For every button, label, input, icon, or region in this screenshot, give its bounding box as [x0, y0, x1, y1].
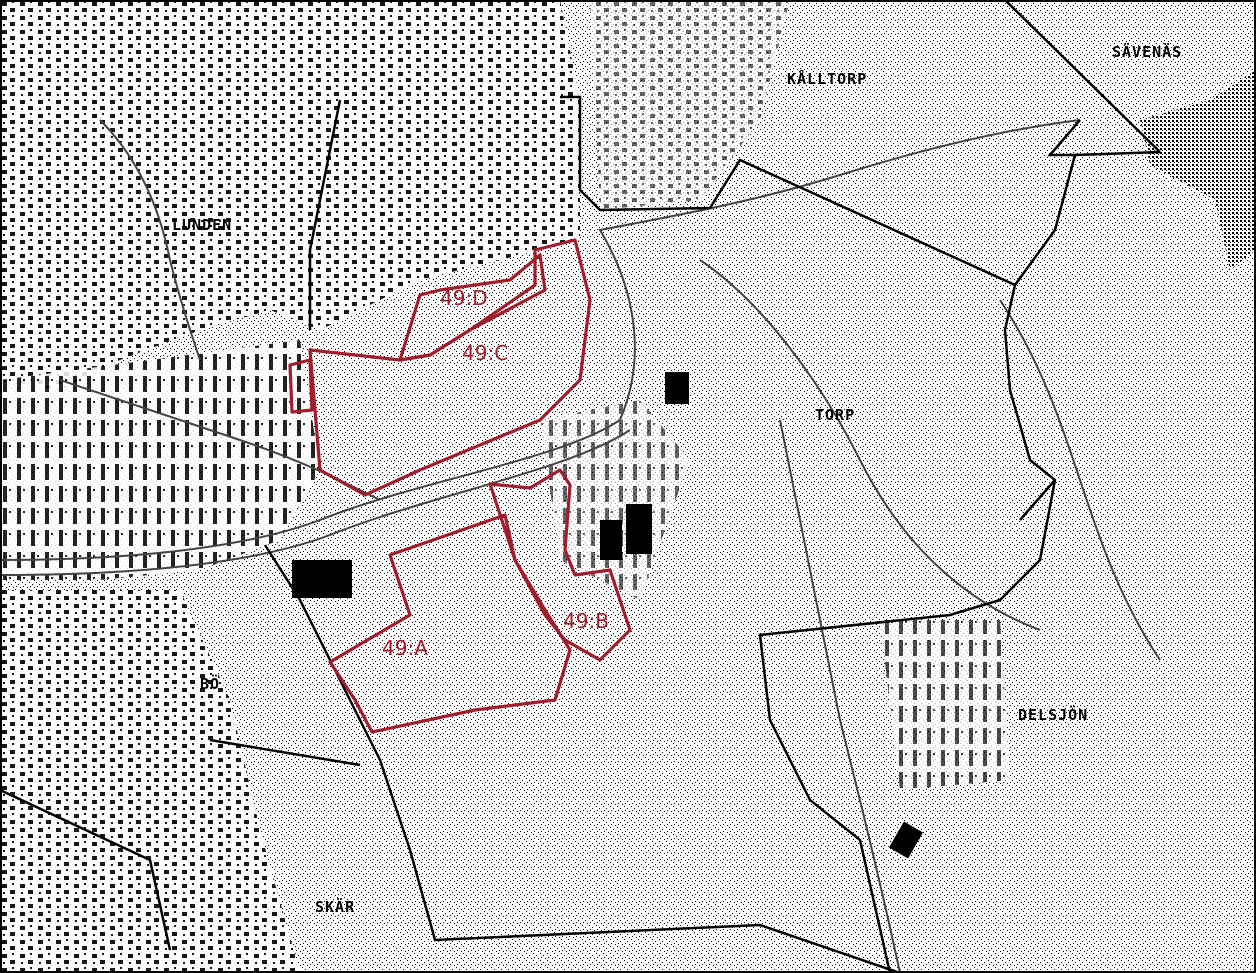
label-delsjon: DELSJÖN: [1018, 705, 1088, 724]
lake-savenas: [1140, 70, 1256, 270]
label-torp: TORP: [815, 406, 855, 424]
label-kalltorp: KÅLLTORP: [787, 69, 867, 88]
zone-label-49b: 49:B: [563, 609, 609, 633]
large-buildings: [292, 372, 924, 859]
roads: [0, 119, 1161, 973]
zone-49d-outline: [398, 253, 547, 362]
planning-zones: [288, 238, 632, 734]
residential-areas: [0, 0, 1010, 973]
label-skar: SKÄR: [315, 897, 355, 916]
zone-49c-west: [288, 358, 314, 414]
label-savenas: SÄVENÄS: [1112, 42, 1182, 61]
zone-label-49d: 49:D: [440, 286, 488, 310]
zone-label-49c: 49:C: [462, 341, 508, 365]
zone-49b-outline: [488, 468, 632, 662]
zone-label-49a: 49:A: [382, 636, 428, 660]
label-bo: BÖ: [200, 674, 220, 693]
district-boundaries: [0, 0, 1161, 973]
label-lunden: LUNDEN: [172, 216, 232, 234]
